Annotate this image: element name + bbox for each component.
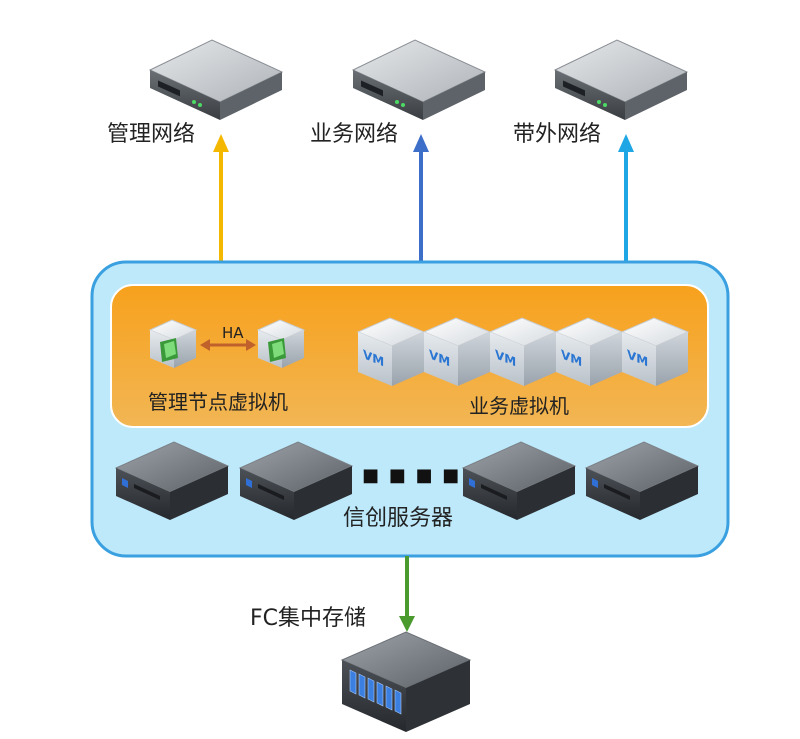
mgmt-network-label: 管理网络	[107, 122, 196, 147]
business-network-device-icon	[351, 39, 487, 120]
server-icon	[238, 441, 354, 520]
ha-link	[200, 339, 256, 351]
server-icon	[461, 441, 577, 520]
vm-icon: VM	[620, 317, 690, 386]
mgmt-vm-icon	[148, 319, 198, 368]
storage-array-icon	[340, 631, 472, 732]
oob-network-label: 带外网络	[513, 122, 602, 147]
vm-icon: VM	[356, 317, 426, 386]
server-icon	[114, 441, 230, 520]
mgmt-vm-label: 管理节点虚拟机	[148, 390, 288, 414]
vm-icon: VM	[422, 317, 492, 386]
storage-link-arrowhead	[399, 616, 415, 632]
business-network-label: 业务网络	[310, 122, 399, 147]
storage-label: FC集中存储	[250, 606, 367, 631]
business-network-arrowhead	[413, 134, 429, 152]
network-devices	[148, 39, 689, 120]
server-icon	[584, 441, 700, 520]
server-ellipsis: ■ ■ ■ ■	[362, 465, 462, 486]
servers-label: 信创服务器	[343, 506, 454, 531]
vm-icon: VM	[554, 317, 624, 386]
mgmt-vm-icon	[256, 319, 306, 368]
ha-label: HA	[222, 324, 244, 342]
oob-network-device-icon	[553, 39, 689, 120]
mgmt-network-arrowhead	[213, 134, 229, 152]
vm-icon: VM	[488, 317, 558, 386]
mgmt-vm-cubes	[148, 319, 306, 368]
network-links	[213, 134, 634, 262]
oob-network-arrowhead	[618, 134, 634, 152]
mgmt-network-device-icon	[148, 39, 284, 120]
server-row	[114, 441, 700, 520]
business-vm-label: 业务虚拟机	[469, 394, 569, 418]
